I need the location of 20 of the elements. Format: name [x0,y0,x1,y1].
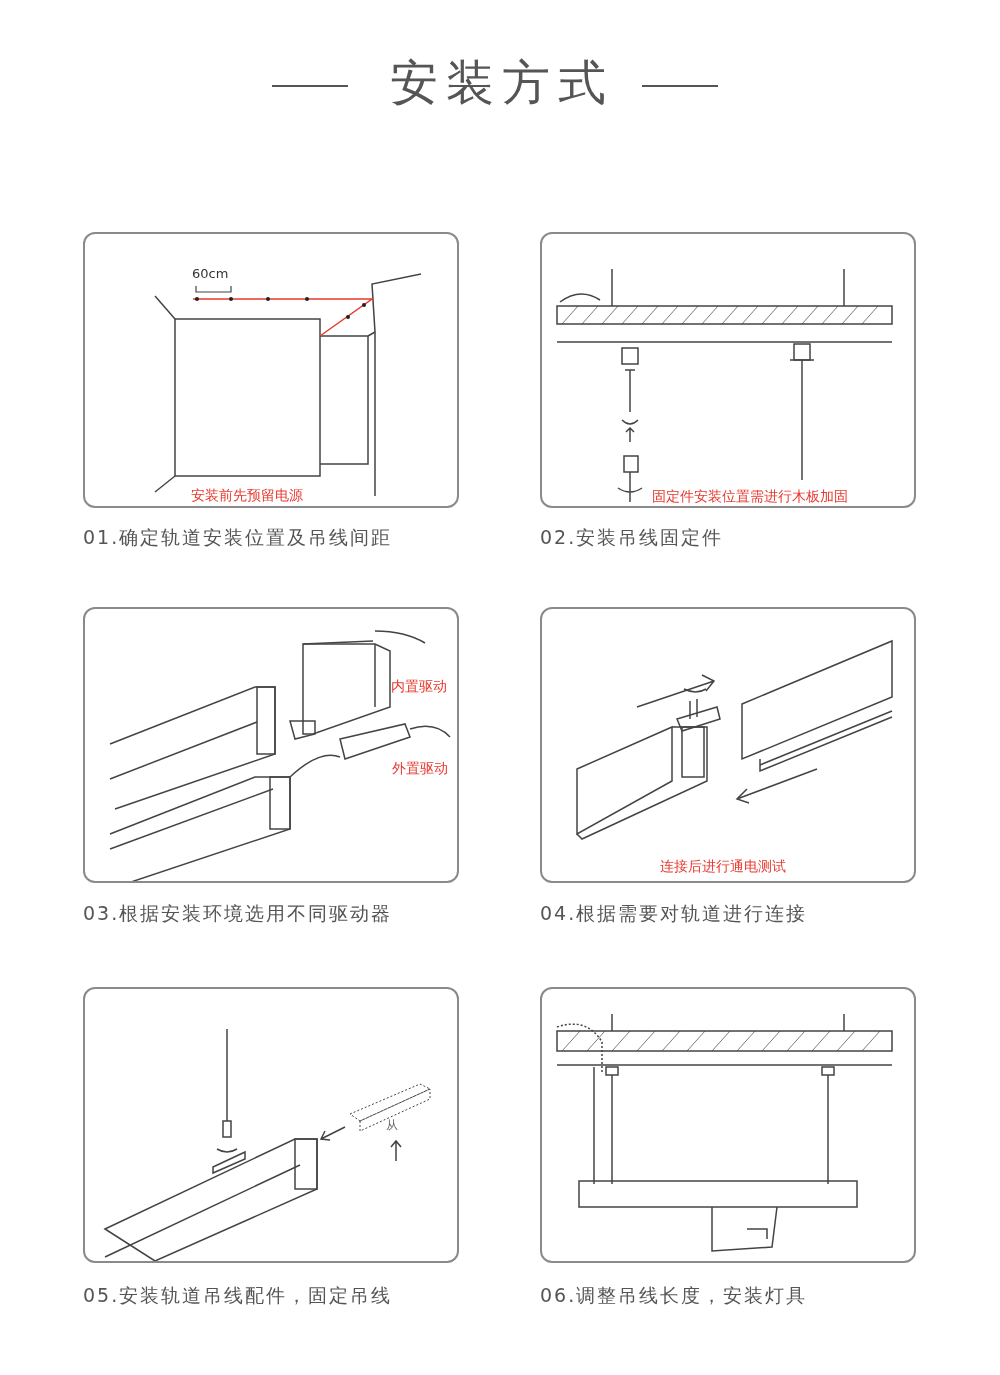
step-caption: 06.调整吊线长度，安装灯具 [540,1283,808,1307]
step-panel [540,607,916,883]
note-text: 连接后进行通电测试 [660,857,786,875]
step-panel [83,232,459,508]
note-text: 外置驱动 [392,759,448,777]
step-caption: 04.根据需要对轨道进行连接 [540,901,808,925]
note-text: 安装前先预留电源 [191,486,303,504]
step-caption: 03.根据安装环境选用不同驱动器 [83,901,393,925]
step-caption: 02.安装吊线固定件 [540,525,724,549]
direction-label: 从 [386,1118,398,1133]
note-text: 内置驱动 [391,677,447,695]
step-panel [540,987,916,1263]
page-title: 安装方式 [390,53,614,112]
step-panel [83,987,459,1263]
note-text: 固定件安装位置需进行木板加固 [652,487,848,505]
step-caption: 01.确定轨道安装位置及吊线间距 [83,525,393,549]
step-caption: 05.安装轨道吊线配件，固定吊线 [83,1283,393,1307]
step-panel [540,232,916,508]
step-panel [83,607,459,883]
dimension-label: 60cm [192,266,229,282]
